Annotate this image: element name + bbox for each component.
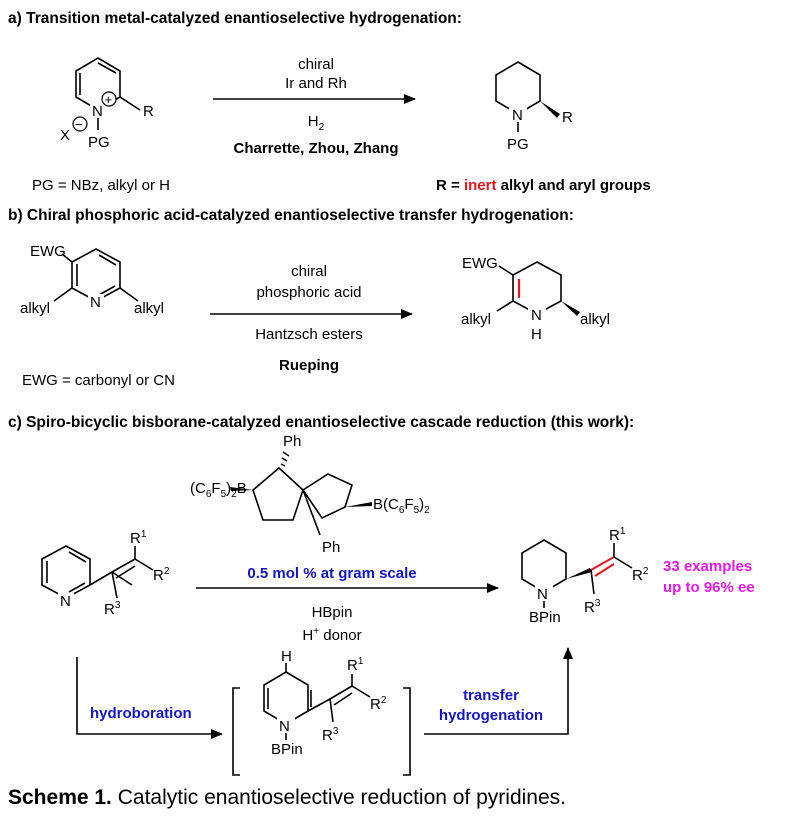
bracket-left [232, 687, 240, 776]
r-note: R = inert alkyl and aryl groups [436, 177, 651, 194]
atom-h-prod-b: H [531, 326, 542, 343]
atom-alkyl-prod-b-right: alkyl [580, 311, 610, 328]
atom-alkyl-b-right: alkyl [134, 300, 164, 317]
section-b-header: b) Chiral phosphoric acid-catalyzed enan… [8, 207, 574, 224]
section-c-header: c) Spiro-bicyclic bisborane-catalyzed en… [8, 414, 634, 431]
catalyst-wedge-2 [345, 502, 372, 507]
reaction-scheme: a) Transition metal-catalyzed enantiosel… [8, 10, 755, 776]
atom-x: X [60, 127, 70, 144]
catalyst-hash-1 [280, 451, 290, 467]
atom-r2-intermediate: R2 [370, 695, 387, 713]
caption-text: Catalytic enantioselective reduction of … [111, 786, 566, 809]
atom-r: R [143, 103, 154, 120]
vinylpyridine-alkene [111, 546, 154, 579]
catalyst-boron-left: (C6F5)2B [190, 480, 247, 500]
pg-note: PG = NBz, alkyl or H [32, 177, 170, 194]
catalyst-boron-right: B(C6F5)2 [373, 496, 430, 516]
scheme-caption: Scheme 1. Catalytic enantioselective red… [8, 786, 566, 810]
catalyst-ph-top: Ph [283, 433, 301, 450]
arrow-hydroboration [76, 657, 223, 739]
product-vinyl-bonds [590, 543, 633, 595]
section-a-header: a) Transition metal-catalyzed enantiosel… [8, 10, 462, 27]
product-red-double-2 [594, 563, 615, 577]
caption-label: Scheme 1. [8, 786, 112, 809]
result-line2: up to 96% ee [663, 579, 755, 596]
atom-ewg-prod-b: EWG [462, 255, 498, 272]
atom-n-intermediate: N [279, 718, 290, 735]
atom-n-prod-c: N [537, 586, 548, 603]
reagent-c-2: H+ donor [302, 626, 361, 644]
intermediate-structure [263, 663, 371, 740]
atom-pg-prod-a: PG [507, 136, 529, 153]
arrow-transfer-hydrogenation [424, 647, 573, 735]
ewg-note: EWG = carbonyl or CN [22, 372, 175, 389]
wedge-bond-b [561, 301, 580, 316]
atom-r3-start: R3 [104, 600, 121, 618]
bracket-right [403, 687, 411, 776]
catalyst-wedge-1 [230, 487, 253, 491]
reagent-b-line3: Hantzsch esters [255, 326, 363, 343]
atom-r2-start: R2 [153, 566, 170, 584]
atom-pg: PG [88, 134, 110, 151]
plus-charge: + [105, 92, 113, 107]
atom-h-intermediate: H [281, 648, 292, 665]
minus-charge: − [75, 117, 83, 132]
atom-r2-prod-c: R2 [632, 566, 649, 584]
reagent-b-line2: phosphoric acid [256, 284, 361, 301]
product-red-double-1 [590, 556, 615, 571]
reagent-a-line1: chiral [298, 56, 334, 73]
pyridinium-labels: N + R PG X − [60, 91, 154, 151]
reagent-b-line1: chiral [291, 263, 327, 280]
atom-r3-intermediate: R3 [322, 726, 339, 744]
reagent-a-line2: Ir and Rh [285, 75, 347, 92]
atom-n: N [92, 103, 103, 120]
atom-bpin-intermediate: BPin [271, 741, 303, 758]
step-transfer-line2: hydrogenation [439, 707, 543, 724]
step-hydroboration: hydroboration [90, 705, 192, 722]
vinylpyridine-structure [41, 545, 133, 599]
wedge-bond-a [540, 101, 560, 118]
step-transfer-line1: transfer [463, 687, 519, 704]
atom-ewg-b: EWG [30, 243, 66, 260]
atom-r-prod-a: R [562, 109, 573, 126]
catalyst-loading: 0.5 mol % at gram scale [247, 565, 416, 582]
atom-n-prod-a: N [512, 107, 523, 124]
reagent-c-1: HBpin [312, 604, 353, 621]
catalyst-ph-bottom: Ph [322, 539, 340, 556]
reagent-a-line3: H2 [308, 113, 325, 133]
atom-r1-prod-c: R1 [609, 526, 626, 544]
authors-a: Charrette, Zhou, Zhang [234, 140, 399, 157]
author-b: Rueping [279, 357, 339, 374]
wedge-bond-c [566, 568, 592, 579]
atom-n-b: N [90, 294, 101, 311]
atom-r1-intermediate: R1 [347, 656, 364, 674]
atom-n-prod-b: N [531, 307, 542, 324]
atom-alkyl-prod-b-left: alkyl [461, 311, 491, 328]
atom-bpin-prod-c: BPin [529, 609, 561, 626]
atom-r3-prod-c: R3 [584, 598, 601, 616]
atom-n-c-start: N [60, 593, 71, 610]
result-line1: 33 examples [663, 558, 752, 575]
catalyst-structure [252, 466, 353, 536]
atom-r1-start: R1 [130, 529, 147, 547]
atom-alkyl-b-left: alkyl [20, 300, 50, 317]
